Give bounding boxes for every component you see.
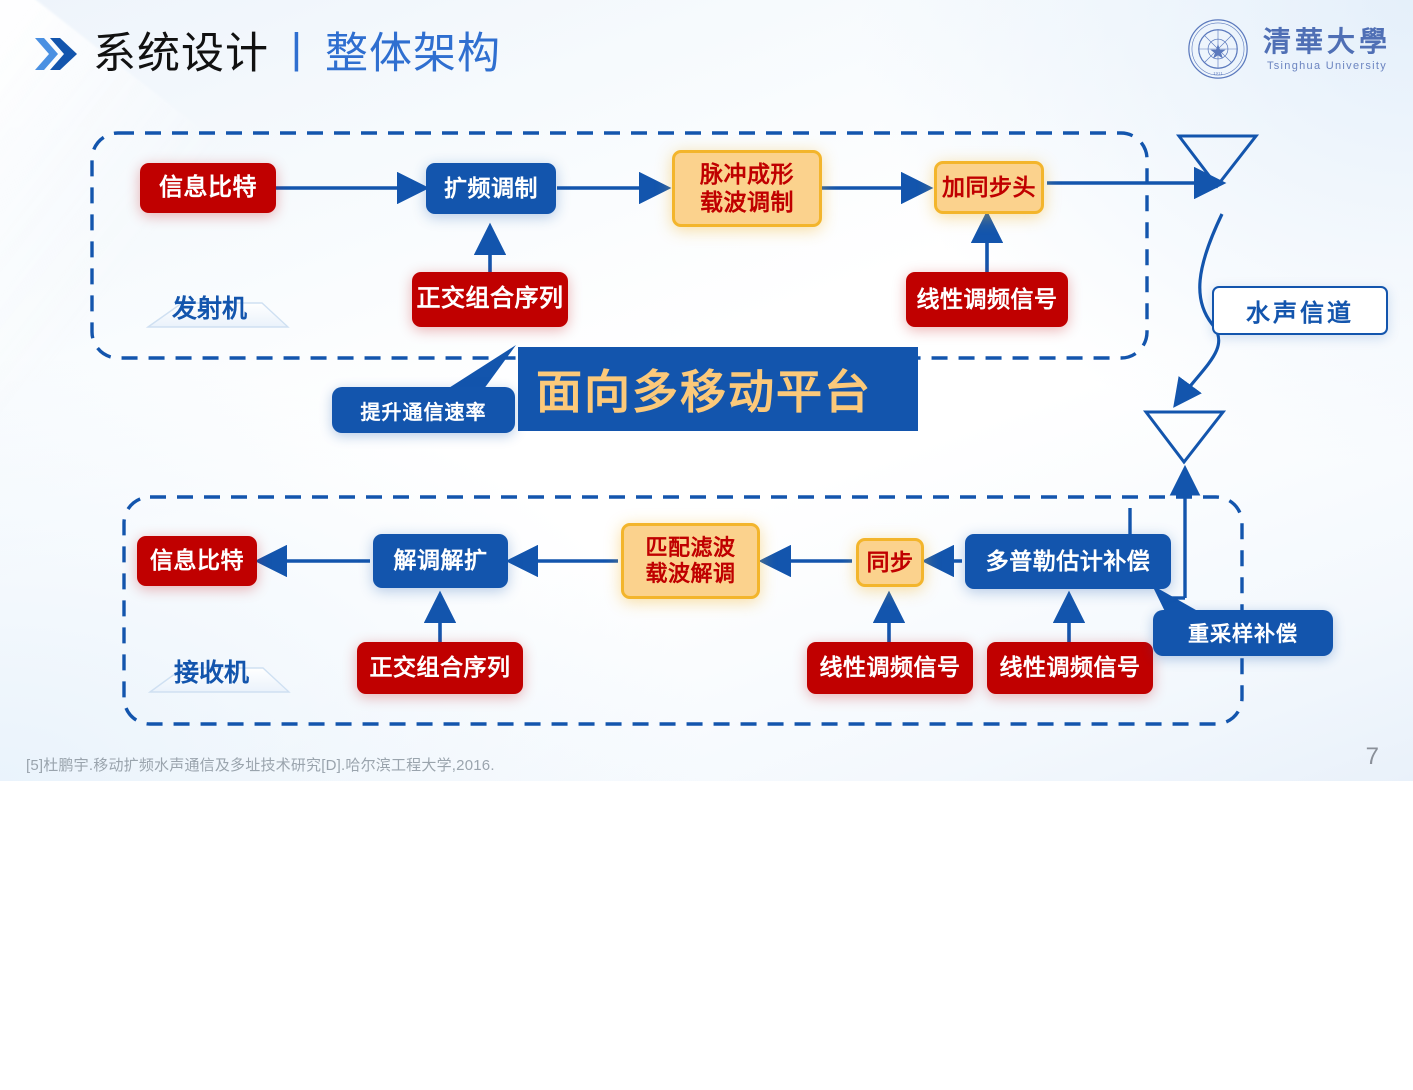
node-label: 匹配滤波 载波解调 <box>645 535 736 586</box>
overlay-banner: 面向多移动平台 <box>518 347 918 431</box>
svg-text:1911: 1911 <box>1213 71 1223 75</box>
logo-name-cn: 清華大學 <box>1262 24 1391 58</box>
tsinghua-logo: 1911 清華大學 Tsinghua University <box>1187 18 1391 80</box>
node-label: 线性调频信号 <box>916 285 1058 312</box>
node-add-sync-header[interactable]: 加同步头 <box>934 161 1044 214</box>
overlay-banner-text: 面向多移动平台 <box>536 366 872 418</box>
logo-wordmark: 清華大學 Tsinghua University <box>1262 24 1391 72</box>
receiver-section-label: 接收机 <box>174 659 250 687</box>
callout-label: 重采样补偿 <box>1188 623 1298 646</box>
node-sync[interactable]: 同步 <box>856 538 924 587</box>
node-demod-despread[interactable]: 解调解扩 <box>373 534 508 588</box>
page-title-main: 系统设计 <box>93 30 269 78</box>
footer-reference: [5]杜鹏宇.移动扩频水声通信及多址技术研究[D].哈尔滨工程大学,2016. <box>26 757 495 774</box>
node-label: 信息比特 <box>159 173 257 201</box>
node-info-bits-tx[interactable]: 信息比特 <box>140 163 276 213</box>
node-info-bits-rx[interactable]: 信息比特 <box>137 536 257 586</box>
node-ortho-seq-tx[interactable]: 正交组合序列 <box>412 272 568 327</box>
node-label: 加同步头 <box>942 173 1036 200</box>
logo-name-en: Tsinghua University <box>1266 59 1388 72</box>
channel-label-badge[interactable]: 水声信道 <box>1212 286 1388 335</box>
page-title-separator: 丨 <box>275 30 319 78</box>
page-title-accent: 整体架构 <box>325 30 501 78</box>
channel-label: 水声信道 <box>1246 300 1354 327</box>
tsinghua-seal-icon: 1911 <box>1188 19 1248 79</box>
rate-callout[interactable]: 提升通信速率 <box>332 387 515 433</box>
double-chevron-right-icon <box>35 38 77 70</box>
callout-label: 提升通信速率 <box>360 401 487 424</box>
node-label: 解调解扩 <box>393 547 488 574</box>
node-matched-filter-demod[interactable]: 匹配滤波 载波解调 <box>621 523 760 599</box>
node-doppler-estimate[interactable]: 多普勒估计补偿 <box>965 534 1171 589</box>
resample-callout[interactable]: 重采样补偿 <box>1153 610 1333 656</box>
node-label: 同步 <box>866 548 914 575</box>
page-title: 系统设计丨整体架构 <box>93 25 501 83</box>
node-ortho-seq-rx[interactable]: 正交组合序列 <box>357 642 523 694</box>
page-number: 7 <box>1365 743 1379 770</box>
slide-header: 系统设计丨整体架构 1911 清華大學 Tsinghua University <box>0 0 1413 110</box>
node-label: 脉冲成形 载波调制 <box>700 161 794 215</box>
node-chirp-signal-rx-2[interactable]: 线性调频信号 <box>987 642 1153 694</box>
node-label: 扩频调制 <box>444 174 538 201</box>
node-label: 正交组合序列 <box>369 654 511 681</box>
node-pulse-shape-carrier[interactable]: 脉冲成形 载波调制 <box>672 150 822 227</box>
node-chirp-signal-rx-1[interactable]: 线性调频信号 <box>807 642 973 694</box>
transmitter-section-label: 发射机 <box>172 295 248 323</box>
node-label: 线性调频信号 <box>819 654 961 681</box>
node-chirp-signal-tx[interactable]: 线性调频信号 <box>906 272 1068 327</box>
node-label: 线性调频信号 <box>999 654 1141 681</box>
node-label: 信息比特 <box>150 547 244 574</box>
node-spread-modulate[interactable]: 扩频调制 <box>426 163 556 214</box>
node-label: 多普勒估计补偿 <box>985 547 1151 574</box>
node-label: 正交组合序列 <box>416 285 564 313</box>
